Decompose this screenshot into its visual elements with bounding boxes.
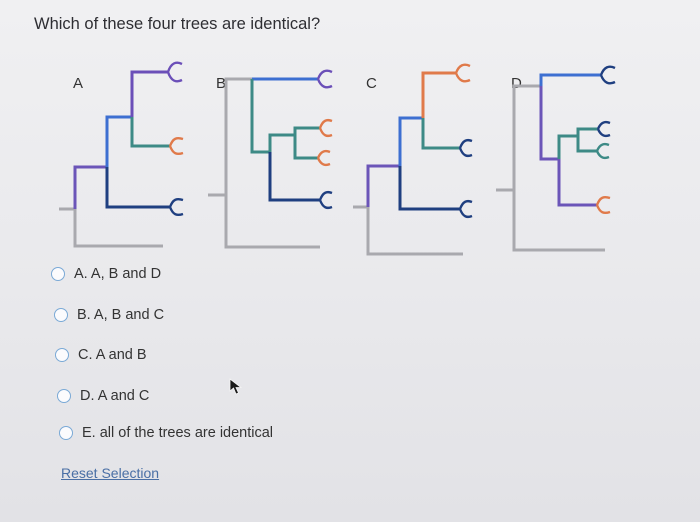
option-c[interactable]: C. A and B bbox=[55, 347, 147, 363]
tree-b-node-branch bbox=[250, 79, 270, 154]
tree-b-mid-lower bbox=[293, 128, 318, 160]
tree-d-top-branch bbox=[539, 73, 601, 86]
radio-icon[interactable] bbox=[54, 308, 68, 322]
tree-c-upper-branch bbox=[398, 116, 423, 166]
tree-c-tip-mid bbox=[458, 138, 473, 158]
tree-d: D bbox=[496, 65, 616, 252]
tree-c-mid-branch bbox=[421, 118, 460, 150]
tree-d-tip-bottom bbox=[595, 195, 611, 215]
radio-icon[interactable] bbox=[51, 267, 65, 281]
option-d[interactable]: D. A and C bbox=[57, 388, 149, 404]
tree-d-tip-top bbox=[599, 65, 616, 85]
tree-label-b: B bbox=[216, 75, 226, 92]
tree-d-node-branch bbox=[539, 86, 559, 161]
option-d-label: D. A and C bbox=[80, 388, 150, 404]
tree-c-tip-branch bbox=[398, 166, 460, 211]
tree-a-upper-branch bbox=[105, 115, 132, 167]
tree-label-a: A bbox=[73, 75, 83, 92]
tree-d-tip-mid2 bbox=[595, 142, 610, 160]
tree-c-tip-top bbox=[454, 63, 471, 83]
tree-a-tip-branch bbox=[105, 167, 170, 209]
tree-d-top-gray bbox=[512, 84, 541, 190]
tree-c-bottom-branch bbox=[366, 207, 463, 256]
tree-a-top-branch bbox=[130, 70, 168, 117]
option-c-label: C. A and B bbox=[78, 347, 147, 363]
tree-d-mid-lower bbox=[576, 136, 597, 153]
tree-b-tip-mid bbox=[318, 118, 333, 138]
option-e[interactable]: E. all of the trees are identical bbox=[59, 425, 273, 441]
radio-icon[interactable] bbox=[55, 348, 69, 362]
tree-label-c: C bbox=[366, 75, 377, 92]
option-b-label: B. A, B and C bbox=[77, 307, 165, 323]
reset-selection-link[interactable]: Reset Selection bbox=[61, 465, 160, 481]
tree-a: A bbox=[59, 61, 184, 248]
tree-c-node-branch bbox=[366, 164, 400, 207]
tree-label-d: D bbox=[511, 75, 522, 92]
tree-d-tip-mid bbox=[596, 120, 611, 138]
tree-c: C bbox=[353, 63, 473, 256]
tree-b-tip-top bbox=[316, 69, 333, 89]
tree-d-bottom-branch bbox=[512, 190, 605, 252]
tree-b-tip-mid2 bbox=[316, 149, 331, 167]
tree-a-tip-top bbox=[166, 61, 183, 83]
option-e-label: E. all of the trees are identical bbox=[82, 425, 274, 441]
tree-a-bottom-branch bbox=[73, 209, 163, 248]
option-a-label: A. A, B and D bbox=[74, 266, 162, 282]
tree-b-top-gray bbox=[224, 77, 252, 195]
tree-b-tip-bottom bbox=[318, 190, 333, 210]
tree-a-tip-bottom bbox=[168, 197, 184, 217]
tree-b-tip-branch bbox=[268, 152, 320, 202]
tree-d-tip-branch bbox=[557, 159, 597, 207]
tree-b: B bbox=[208, 69, 333, 249]
tree-c-tip-bottom bbox=[458, 199, 473, 219]
question-text: Which of these four trees are identical? bbox=[34, 15, 321, 33]
option-a[interactable]: A. A, B and D bbox=[51, 266, 161, 282]
mouse-pointer-icon bbox=[229, 378, 243, 395]
tree-a-mid-branch bbox=[130, 117, 170, 148]
tree-a-node-branch bbox=[73, 165, 107, 209]
tree-a-tip-mid bbox=[168, 136, 184, 156]
tree-b-bottom-branch bbox=[224, 195, 320, 249]
radio-icon[interactable] bbox=[59, 426, 73, 440]
radio-icon[interactable] bbox=[57, 389, 71, 403]
tree-c-top-branch bbox=[421, 71, 456, 118]
option-b[interactable]: B. A, B and C bbox=[54, 307, 164, 323]
